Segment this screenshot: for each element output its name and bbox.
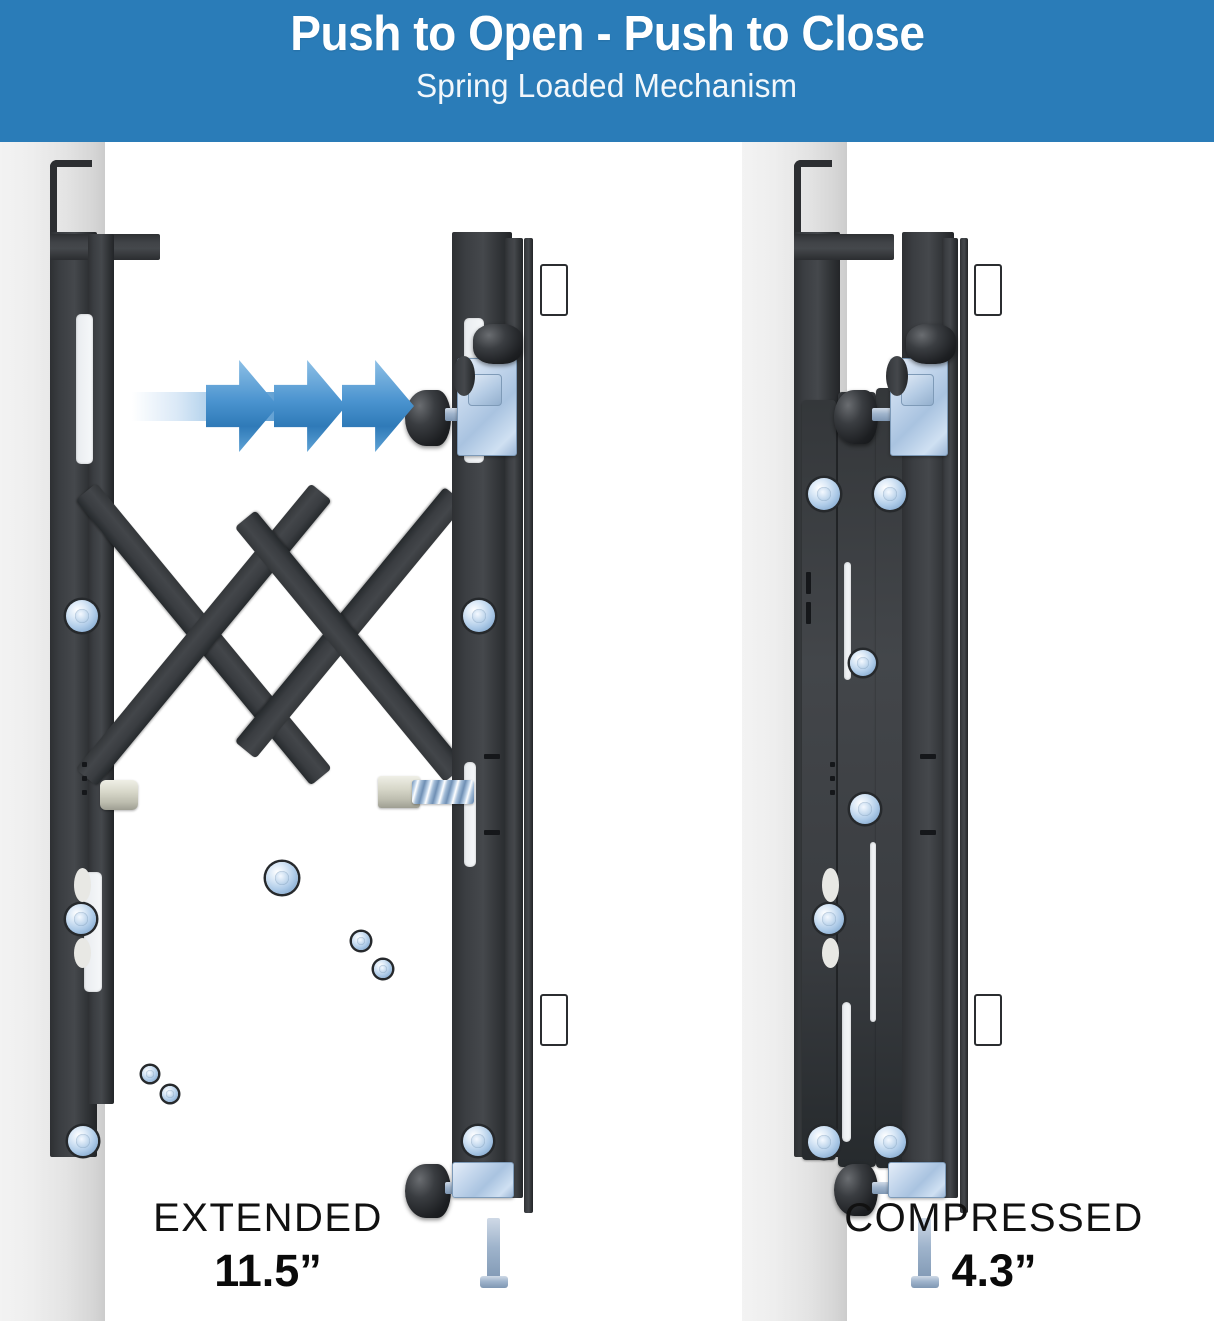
mount-rail-slot-lower xyxy=(464,762,476,867)
arm-bolt-b xyxy=(374,960,392,978)
lock-pin-head-bottom-left xyxy=(480,1276,508,1288)
screw-tab-top-right xyxy=(974,264,1002,316)
compressed-value: 4.3” xyxy=(951,1245,1037,1296)
chevron-right-icon-1 xyxy=(206,360,278,452)
mount-rail-edge-right xyxy=(942,238,958,1198)
header-banner: Push to Open - Push to Close Spring Load… xyxy=(0,0,1214,142)
rail-dash-left-tick xyxy=(806,572,811,594)
marking-dot-r-a xyxy=(830,762,835,767)
center-pivot-bolt-left xyxy=(266,862,298,894)
pivot-collar-top-left xyxy=(453,356,475,396)
collapsed-gap-a xyxy=(844,562,851,680)
mount-rail-edge xyxy=(505,238,523,1198)
grease-mark-right-2 xyxy=(822,938,839,968)
tv-rail-left xyxy=(524,238,533,1213)
screw-tab-bottom-right xyxy=(974,994,1002,1046)
collapsed-gap-c xyxy=(842,1002,851,1142)
marking-dot-a xyxy=(82,762,87,767)
rail-dash-left-tick-2 xyxy=(806,602,811,624)
bolt-bottom-a-right xyxy=(808,1126,840,1158)
pivot-bolt-lower-left xyxy=(68,1126,98,1156)
arm-bolt-a xyxy=(352,932,370,950)
rail-dash-lower-right xyxy=(920,830,936,835)
page-subtitle: Spring Loaded Mechanism xyxy=(416,66,798,104)
collapsed-gap-b xyxy=(870,842,876,1022)
tension-spring-left xyxy=(412,780,474,804)
center-pivot-bolt-right xyxy=(850,794,880,824)
extended-label: EXTENDED xyxy=(153,1196,383,1240)
pivot-block-bottom-left xyxy=(452,1162,514,1198)
lock-pin-bottom-left[interactable] xyxy=(487,1218,500,1282)
bolt-top-b-right xyxy=(874,478,906,510)
rail-dash-upper-right xyxy=(920,754,936,759)
product-illustration-stage: EXTENDED 11.5” COMPRESSED 4.3” xyxy=(0,142,1214,1321)
marking-dot-r-b xyxy=(830,776,835,781)
pivot-bolt-upper-rail-left xyxy=(463,600,495,632)
caption-compressed: COMPRESSED 4.3” xyxy=(838,1198,1150,1293)
pivot-bolt-upper-left xyxy=(66,600,98,632)
grease-mark-right xyxy=(822,868,839,902)
adjustment-knob-top-left[interactable] xyxy=(405,390,451,446)
roller-bushing-left xyxy=(100,780,138,810)
extended-value: 11.5” xyxy=(214,1245,322,1296)
tilt-knob-top-left[interactable] xyxy=(473,324,523,364)
grease-mark-left xyxy=(74,868,91,902)
arm-bolt-c xyxy=(142,1066,158,1082)
extended-state-diagram xyxy=(0,142,742,1321)
compressed-state-diagram xyxy=(742,142,1214,1321)
wall-hook-top-right xyxy=(794,160,832,234)
collapsed-arm-c xyxy=(876,388,906,1168)
screw-tab-bottom-left xyxy=(540,994,568,1046)
bolt-top-a-right xyxy=(808,478,840,510)
wall-plate-top-flange-right xyxy=(794,234,894,260)
pivot-bolt-lower-rail-left xyxy=(463,1126,493,1156)
tv-rail-right xyxy=(960,238,968,1213)
marking-dot-b xyxy=(82,776,87,781)
wall-hook-top-left xyxy=(50,160,92,234)
rail-dash-upper xyxy=(484,754,500,759)
lock-pin-head-bottom-right xyxy=(911,1276,939,1288)
marking-dot-r-c xyxy=(830,790,835,795)
compressed-label: COMPRESSED xyxy=(844,1196,1144,1240)
bolt-bottom-b-right xyxy=(874,1126,906,1158)
rail-dash-lower xyxy=(484,830,500,835)
screw-tab-top-left xyxy=(540,264,568,316)
pivot-block-bottom-right xyxy=(888,1162,946,1198)
adjustment-knob-bottom-left[interactable] xyxy=(405,1164,451,1218)
marking-dot-c xyxy=(82,790,87,795)
pivot-bolt-mid-left xyxy=(66,904,96,934)
bolt-mid-a-right xyxy=(850,650,876,676)
bolt-mid-b-right xyxy=(814,904,844,934)
adjustment-knob-top-right[interactable] xyxy=(834,390,878,444)
push-direction-arrows xyxy=(132,360,414,452)
pivot-collar-top-right xyxy=(886,356,908,396)
adjustment-knob-bottom-right[interactable] xyxy=(834,1164,878,1216)
wall-plate-slot-upper xyxy=(76,314,93,464)
arm-bolt-d xyxy=(162,1086,178,1102)
tilt-knob-top-right[interactable] xyxy=(906,324,956,364)
chevron-right-icon-3 xyxy=(342,360,414,452)
caption-extended: EXTENDED 11.5” xyxy=(118,1198,418,1293)
grease-mark-left-2 xyxy=(74,938,91,968)
page-title: Push to Open - Push to Close xyxy=(289,7,925,61)
chevron-right-icon-2 xyxy=(274,360,346,452)
lock-pin-bottom-right[interactable] xyxy=(918,1218,931,1282)
